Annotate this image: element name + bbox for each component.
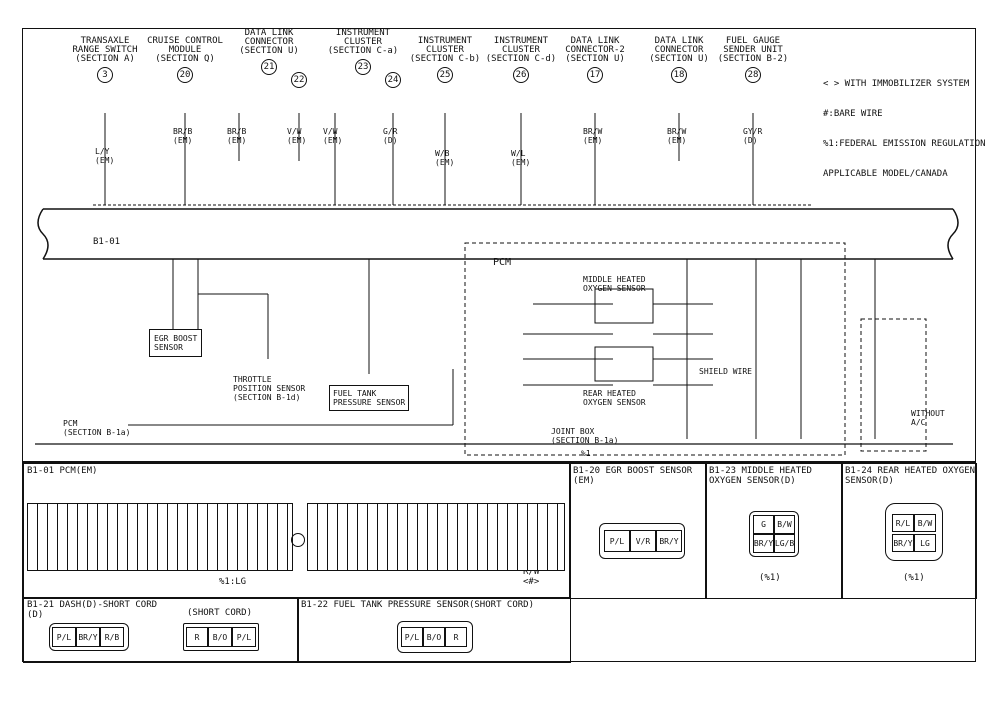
pcm-key-circle xyxy=(291,533,305,547)
pin: R xyxy=(186,627,208,647)
middle-o2-label: MIDDLE HEATED OXYGEN SENSOR xyxy=(583,275,646,293)
ref-transaxle: TRANSAXLE RANGE SWITCH (SECTION A)3 xyxy=(50,37,160,83)
b123-note: (%1) xyxy=(759,573,781,583)
connector-views-panel: B1-01 PCM(EM) B1-20 EGR BOOST SENSOR (EM… xyxy=(22,462,977,663)
legend-line: %1:FEDERAL EMISSION REGULATION xyxy=(823,139,986,149)
ref-number: 17 xyxy=(587,67,603,83)
pcm-label: PCM xyxy=(493,257,512,268)
wire-label: V/W (EM) xyxy=(287,127,307,145)
joint-box-label: JOINT BOX (SECTION B-1a) xyxy=(551,427,619,445)
pin: B/W xyxy=(774,515,795,534)
pin: R xyxy=(445,627,467,647)
b120-title: B1-20 EGR BOOST SENSOR (EM) xyxy=(573,466,693,486)
b121-short-connector: R B/O P/L xyxy=(183,623,259,651)
pin: R/L xyxy=(892,514,914,532)
b122-connector: P/L B/O R xyxy=(397,621,473,653)
legend-line: < > WITH IMMOBILIZER SYSTEM xyxy=(823,79,970,89)
ref-number: 23 xyxy=(355,59,371,75)
pcm-note: %1:LG xyxy=(219,577,247,587)
ref-dlc: DATA LINK CONNECTOR (SECTION U)21 xyxy=(214,29,324,75)
b124-connector: R/L B/W BR/Y LG xyxy=(885,503,943,561)
wire-label: G/R (D) xyxy=(383,127,398,145)
ref-fuel-gauge: FUEL GAUGE SENDER UNIT (SECTION B-2)28 xyxy=(698,37,808,83)
b124-note: (%1) xyxy=(903,573,925,583)
pcm-connector-label: B1-01 xyxy=(93,237,121,247)
rear-o2-label: REAR HEATED OXYGEN SENSOR xyxy=(583,389,646,407)
wire-label: BR/W (EM) xyxy=(667,127,687,145)
wire-label: V/W (EM) xyxy=(323,127,343,145)
pin: B/O xyxy=(423,627,445,647)
without-ac-label: WITHOUT A/C xyxy=(911,409,945,427)
b121-view xyxy=(23,597,299,663)
shield-wire-label: SHIELD WIRE xyxy=(699,367,752,376)
footnote-marker: %1 xyxy=(581,449,591,458)
pin: P/L xyxy=(52,627,76,647)
b121-d-connector: P/L BR/Y R/B xyxy=(49,623,129,651)
ref-dlc-b: DATA LINK CONNECTOR (SECTION U)18 xyxy=(624,37,734,83)
pcm-section-label: PCM (SECTION B-1a) xyxy=(63,419,131,437)
ref-24: 24 xyxy=(338,69,448,88)
b122-title: B1-22 FUEL TANK PRESSURE SENSOR(SHORT CO… xyxy=(301,600,534,610)
pin: R/B xyxy=(100,627,124,647)
egr-boost-sensor: EGR BOOST SENSOR xyxy=(149,329,203,357)
ref-cruise: CRUISE CONTROL MODULE (SECTION Q)20 xyxy=(130,37,240,83)
wire-label: W/B (EM) xyxy=(435,149,455,167)
b123-connector: G B/W BR/Y LG/B xyxy=(749,511,799,557)
ref-dlc2: DATA LINK CONNECTOR-2 (SECTION U)17 xyxy=(540,37,650,83)
diagram-panel: < > WITH IMMOBILIZER SYSTEM #:BARE WIRE … xyxy=(22,28,986,462)
fuel-tank-sensor: FUEL TANK PRESSURE SENSOR xyxy=(329,385,410,411)
ref-number: 24 xyxy=(385,72,401,88)
wire-label: GY/R (D) xyxy=(743,127,763,145)
legend: < > WITH IMMOBILIZER SYSTEM #:BARE WIRE … xyxy=(823,59,986,199)
pin: LG xyxy=(914,534,936,552)
pin: LG/B xyxy=(774,534,795,553)
rw-note: R/W <#> xyxy=(523,567,540,587)
pin: P/L xyxy=(232,627,256,647)
pin: P/L xyxy=(401,627,423,647)
wire-label: BR/W (EM) xyxy=(583,127,603,145)
pin: V/R xyxy=(630,530,656,552)
b123-view xyxy=(705,463,843,599)
b120-view xyxy=(569,463,707,599)
ref-number: 28 xyxy=(745,67,761,83)
pin: BR/Y xyxy=(753,534,774,553)
b122-view xyxy=(297,597,571,663)
ref-number: 21 xyxy=(261,59,277,75)
pcm-pin-grid-right xyxy=(307,503,565,571)
pcm-pin-grid-left xyxy=(27,503,293,571)
ref-number: 18 xyxy=(671,67,687,83)
b124-view xyxy=(841,463,977,599)
legend-line: #:BARE WIRE xyxy=(823,109,883,119)
ref-22: 22 xyxy=(244,69,354,88)
ref-instrument-a: INSTRUMENT CLUSTER (SECTION C-a)23 xyxy=(308,29,418,75)
pin: BR/Y xyxy=(656,530,682,552)
b123-title: B1-23 MIDDLE HEATED OXYGEN SENSOR(D) xyxy=(709,466,812,486)
wire-label: L/Y (EM) xyxy=(95,147,115,165)
pin: B/W xyxy=(914,514,936,532)
pin: P/L xyxy=(604,530,630,552)
ref-instrument-d: INSTRUMENT CLUSTER (SECTION C-d)26 xyxy=(466,37,576,83)
b121-title: B1-21 DASH(D)-SHORT CORD (D) xyxy=(27,600,158,620)
wire-label: BR/B (EM) xyxy=(173,127,193,145)
pin: G xyxy=(753,515,774,534)
pin: BR/Y xyxy=(892,534,914,552)
b120-connector: P/L V/R BR/Y xyxy=(599,523,685,559)
ref-number: 20 xyxy=(177,67,193,83)
b101-title: B1-01 PCM(EM) xyxy=(27,466,98,476)
ref-instrument-b: INSTRUMENT CLUSTER (SECTION C-b)25 xyxy=(390,37,500,83)
throttle-position-label: THROTTLE POSITION SENSOR (SECTION B-1d) xyxy=(233,375,306,402)
pin: B/O xyxy=(208,627,232,647)
pin: BR/Y xyxy=(76,627,100,647)
diagram-lines xyxy=(35,113,959,456)
b124-title: B1-24 REAR HEATED OXYGEN SENSOR(D) xyxy=(845,466,976,486)
ref-number: 26 xyxy=(513,67,529,83)
legend-line: APPLICABLE MODEL/CANADA xyxy=(823,169,948,179)
ref-number: 22 xyxy=(291,72,307,88)
wire-label: W/L (EM) xyxy=(511,149,531,167)
ref-number: 3 xyxy=(97,67,113,83)
shortcord-title: (SHORT CORD) xyxy=(187,608,253,618)
ref-number: 25 xyxy=(437,67,453,83)
wire-label: BR/B (EM) xyxy=(227,127,247,145)
